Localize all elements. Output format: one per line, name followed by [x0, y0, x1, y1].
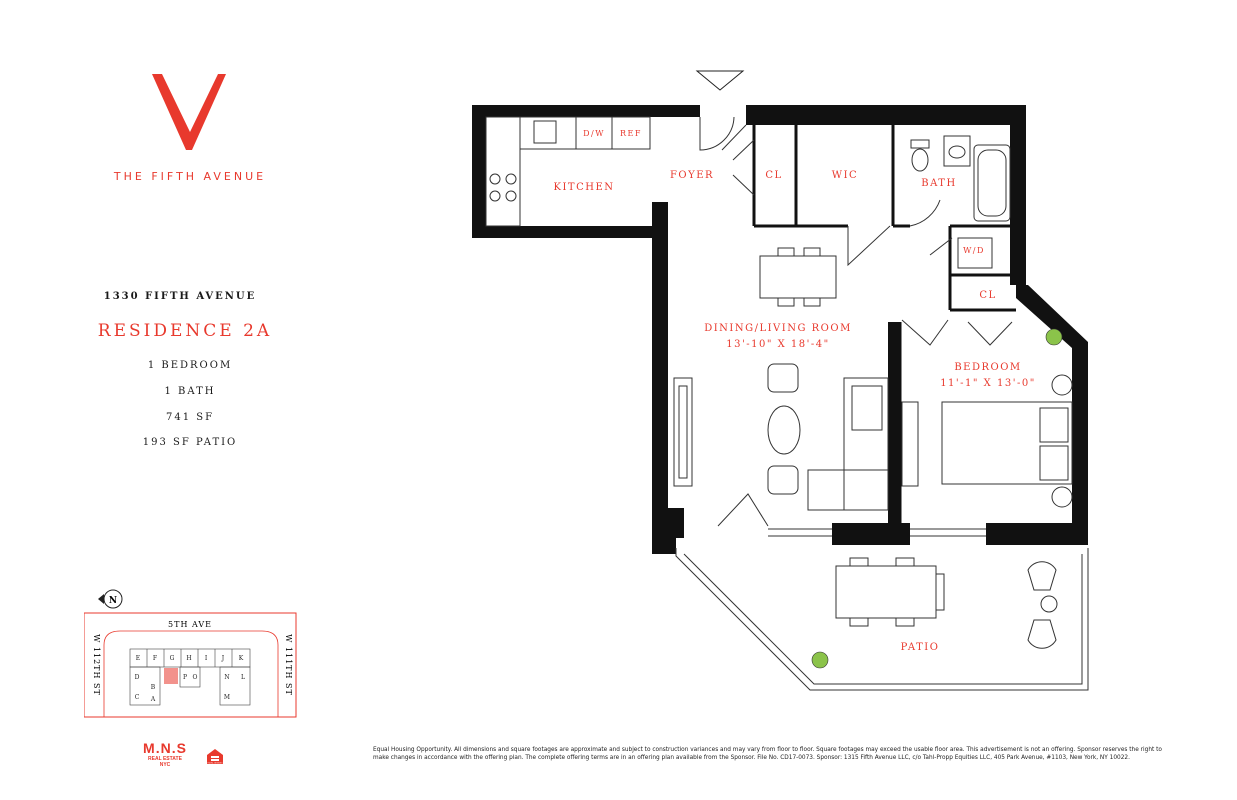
kitchen-fixtures [485, 116, 651, 227]
exterior-walls [472, 105, 1088, 554]
label-bedroom-dims: 11'-1" X 13'-0" [940, 378, 1036, 389]
street-5th-ave: 5TH AVE [168, 620, 212, 629]
svg-text:L: L [241, 674, 245, 681]
patio-chair-2 [1027, 619, 1057, 649]
svg-text:O: O [193, 674, 198, 681]
toilet-icon [911, 148, 929, 172]
svg-text:E: E [136, 655, 140, 662]
label-wic: WIC [832, 170, 858, 181]
sofa [843, 377, 889, 511]
spec-size: 741 SF [165, 412, 215, 423]
interior-walls [752, 125, 1016, 536]
plant-icon [1045, 328, 1063, 346]
residence-title: RESIDENCE 2A [97, 321, 273, 341]
bath-fixtures [910, 135, 1011, 269]
room-labels: KITCHEN D/W REF FOYER CL WIC BATH W/D CL… [553, 129, 1036, 653]
mns-logo: M.N.S REAL ESTATE NYC [140, 740, 190, 768]
floor-plan: KITCHEN D/W REF FOYER CL WIC BATH W/D CL… [472, 70, 1089, 691]
svg-text:F: F [153, 655, 157, 662]
mns-name: M.N.S [143, 740, 187, 756]
brand-name: THE FIFTH AVENUE [113, 170, 267, 183]
bedroom-furniture [901, 374, 1073, 508]
patio-outline [675, 548, 1089, 691]
svg-text:A: A [150, 696, 156, 703]
svg-text:P: P [183, 674, 187, 681]
label-dining-living: DINING/LIVING ROOM [704, 323, 852, 334]
keyplan-highlight-unit [164, 668, 178, 684]
label-ref: REF [620, 129, 642, 138]
svg-text:G: G [170, 655, 175, 662]
north-arrow-icon [98, 594, 104, 604]
living-furniture [673, 247, 889, 511]
street-w112: W 112TH ST [92, 634, 101, 696]
label-foyer: FOYER [670, 170, 714, 181]
street-w111: W 111TH ST [284, 634, 293, 696]
label-patio: PATIO [901, 642, 940, 653]
label-cl1: CL [765, 170, 782, 181]
coffee-table [767, 405, 801, 455]
svg-text:EQUAL HOUSING: EQUAL HOUSING [208, 763, 224, 765]
label-cl2: CL [979, 290, 996, 301]
armchair-2 [767, 465, 799, 495]
keyplan-unit-labels: E F G H I J K D B P O N L C A M [135, 655, 245, 703]
kitchen-sink-icon [533, 120, 557, 144]
svg-text:D: D [135, 674, 140, 681]
entry-arrow-icon [695, 70, 745, 91]
svg-text:N: N [224, 674, 229, 681]
svg-text:C: C [135, 694, 140, 701]
bed [941, 401, 1073, 485]
patio-table [835, 565, 937, 619]
listing-address: 1330 FIFTH AVENUE [103, 291, 257, 302]
dresser [901, 401, 919, 487]
armchair-1 [767, 363, 799, 393]
key-plan: N 5TH AVE W 112TH ST W 111TH ST E F G H … [84, 589, 297, 718]
patio-chair-1 [1027, 561, 1057, 591]
bath-sink-icon [943, 135, 971, 167]
label-bedroom: BEDROOM [954, 362, 1021, 373]
label-wd: W/D [963, 246, 985, 255]
dining-table [759, 255, 837, 299]
disclaimer-text: Equal Housing Opportunity. All dimension… [373, 747, 1162, 761]
svg-text:H: H [186, 655, 191, 662]
svg-text:B: B [151, 684, 156, 691]
windows [768, 528, 986, 537]
spec-patio: 193 SF PATIO [142, 437, 238, 448]
keyplan-units [129, 648, 251, 706]
tv-console [673, 377, 693, 487]
spec-bedrooms: 1 BEDROOM [147, 360, 233, 371]
svg-text:I: I [205, 655, 208, 662]
washer-dryer [957, 237, 993, 269]
label-dining-living-dims: 13'-10" X 18'-4" [726, 339, 829, 350]
keyplan-border [84, 612, 297, 718]
mns-sub2: NYC [159, 762, 171, 768]
svg-text:M: M [224, 694, 230, 701]
north-label: N [109, 596, 117, 606]
spec-baths: 1 BATH [164, 386, 216, 397]
label-kitchen: KITCHEN [553, 182, 614, 193]
equal-housing-icon: EQUAL HOUSING [207, 749, 224, 765]
mns-sub1: REAL ESTATE [148, 756, 182, 762]
door-swings [699, 116, 1013, 527]
label-bath: BATH [921, 178, 956, 189]
svg-text:J: J [221, 655, 225, 662]
svg-text:K: K [239, 655, 244, 662]
brand-logo-v [152, 74, 226, 150]
label-dw: D/W [583, 129, 605, 138]
bathtub-icon [973, 144, 1011, 222]
patio-plant-icon [811, 651, 829, 669]
